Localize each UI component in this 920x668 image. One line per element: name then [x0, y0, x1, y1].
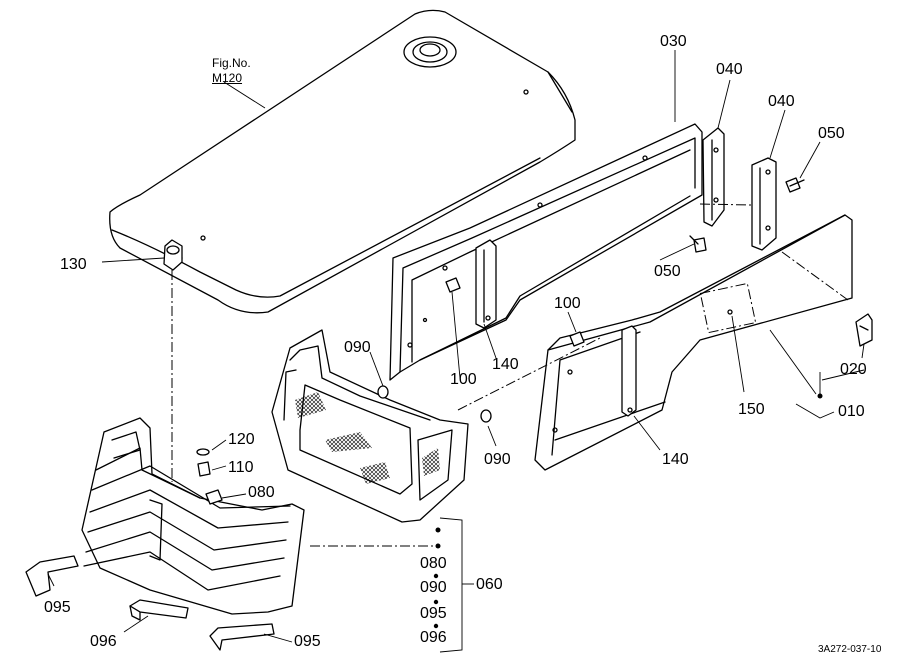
callout-050-lower: 050 [654, 263, 681, 280]
washer-120 [196, 448, 210, 456]
callout-030: 030 [660, 33, 687, 50]
callout-100-lower: 100 [554, 295, 581, 312]
clip-020 [855, 313, 873, 347]
callout-060-item-080: 080 [420, 555, 447, 572]
callout-090-lower: 090 [484, 451, 511, 468]
callout-130: 130 [60, 256, 87, 273]
callout-040-right: 040 [768, 93, 795, 110]
callout-060: 060 [476, 576, 503, 593]
callout-010: 010 [838, 403, 865, 420]
bolt-050-upper [785, 177, 805, 193]
callout-095-right: 095 [294, 633, 321, 650]
bolt-100-lower [569, 331, 585, 347]
bracket-040-left [702, 127, 725, 227]
callout-dots [433, 393, 823, 629]
bracket-140-upper [475, 239, 497, 329]
grille-housing [271, 329, 469, 523]
callout-140-upper: 140 [492, 356, 519, 373]
figure-number-label: Fig.No. M120 [212, 56, 251, 86]
bolt-100-upper [445, 277, 461, 293]
leader-lines [47, 50, 865, 653]
cushion-095-right [209, 623, 275, 651]
callout-080-upper: 080 [248, 484, 275, 501]
callout-020: 020 [840, 361, 867, 378]
callout-040-left: 040 [716, 61, 743, 78]
cushion-096 [129, 599, 189, 621]
bracket-140-lower [621, 325, 637, 417]
callout-120: 120 [228, 431, 255, 448]
nut-090-b [480, 409, 492, 423]
figure-number-caption: Fig.No. [212, 56, 251, 70]
screw-110 [197, 461, 211, 477]
callout-100-upper: 100 [450, 371, 477, 388]
callout-050-upper: 050 [818, 125, 845, 142]
figure-number-value: M120 [212, 71, 243, 85]
bracket-040-right [751, 157, 777, 251]
callout-060-item-096: 096 [420, 629, 447, 646]
callout-060-item-090: 090 [420, 579, 447, 596]
cushion-095-left [25, 555, 79, 597]
callout-096: 096 [90, 633, 117, 650]
side-frame [389, 123, 703, 381]
front-grille [81, 417, 305, 615]
nut-080 [205, 489, 223, 505]
callout-090-upper: 090 [344, 339, 371, 356]
callout-140-lower: 140 [662, 451, 689, 468]
callout-150: 150 [738, 401, 765, 418]
callout-110: 110 [228, 459, 254, 476]
nut-090-a [377, 385, 389, 399]
bolt-050-lower [689, 235, 707, 253]
callout-060-item-095: 095 [420, 605, 447, 622]
drawing-code: 3A272-037-10 [818, 644, 882, 655]
callout-095-left: 095 [44, 599, 71, 616]
hood-latch [163, 239, 183, 271]
side-cover [534, 214, 853, 471]
